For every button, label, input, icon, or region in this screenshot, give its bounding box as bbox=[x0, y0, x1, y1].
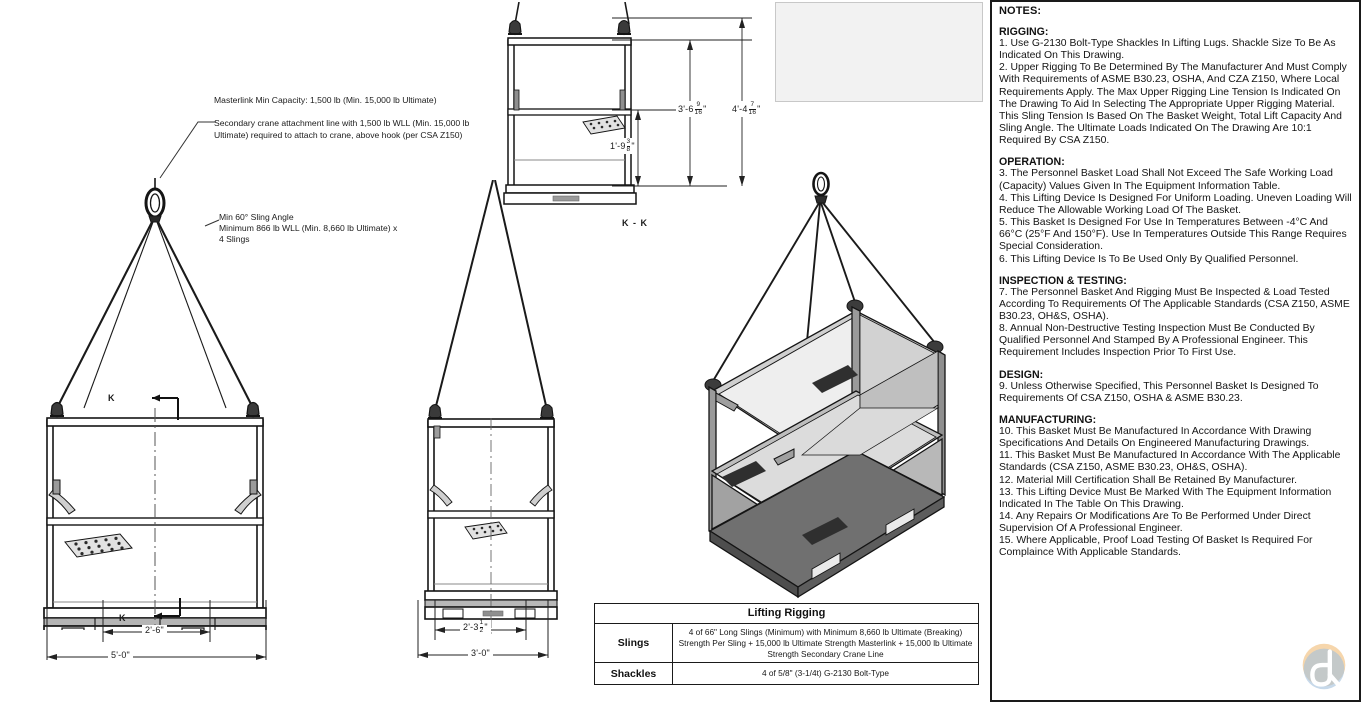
watermark-logo-icon bbox=[1302, 643, 1346, 691]
inch-mark-3: " bbox=[757, 104, 761, 114]
callout-sling-angle-3: 4 Slings bbox=[219, 234, 250, 244]
dimension-kk-rail-num: 3 bbox=[626, 138, 631, 145]
dimension-kk-rail-whole: 1'-9 bbox=[610, 141, 626, 151]
dimension-kk-height-whole: 3'-6 bbox=[678, 104, 694, 114]
rigging-row-value-shackles: 4 of 5/8" (3-1/4t) G-2130 Bolt-Type bbox=[761, 668, 889, 679]
notes-body-rigging: 1. Use G-2130 Bolt-Type Shackles In Lift… bbox=[999, 38, 1347, 147]
dimension-side-inner-num: 1 bbox=[479, 619, 484, 626]
iso-basket-frame bbox=[708, 305, 946, 599]
isometric-basket-view bbox=[704, 171, 946, 599]
sling-lines bbox=[56, 221, 254, 409]
dimension-front-inner: 2'-6" bbox=[142, 625, 167, 635]
grate-pattern-kk bbox=[582, 115, 626, 135]
masterlink-icon bbox=[144, 178, 166, 223]
dimension-kk-total-whole: 4'-4 bbox=[732, 104, 748, 114]
dimension-front-overall: 5'-0" bbox=[108, 650, 133, 660]
dimension-kk-rail-den: 8 bbox=[626, 145, 631, 153]
shackle-icon-left bbox=[50, 401, 64, 418]
section-arrow-lower bbox=[154, 598, 181, 620]
iso-masterlink-icon bbox=[812, 171, 830, 204]
rigging-table-title: Lifting Rigging bbox=[595, 604, 978, 624]
dimension-kk-height-num: 9 bbox=[696, 101, 701, 108]
rigging-row-value-slings: 4 of 66" Long Slings (Minimum) with Mini… bbox=[678, 627, 973, 659]
side-view-dimensions bbox=[417, 600, 549, 658]
dimension-side-inner-den: 2 bbox=[479, 626, 484, 634]
callout-secondary-line-2: Ultimate) required to attach to crane, a… bbox=[214, 130, 463, 140]
notes-heading-operation: OPERATION: bbox=[999, 156, 1065, 169]
iso-forklift-pockets bbox=[811, 508, 915, 580]
notes-body-operation: 3. The Personnel Basket Load Shall Not E… bbox=[999, 168, 1352, 265]
notes-heading-rigging: RIGGING: bbox=[999, 26, 1049, 38]
side-shackle-right bbox=[540, 403, 554, 420]
inch-mark-4: " bbox=[631, 141, 635, 151]
callout-sling-angle-2: Minimum 866 lb WLL (Min. 8,660 lb Ultima… bbox=[219, 223, 398, 233]
shackle-icon-right bbox=[246, 401, 260, 418]
notes-heading-design: DESIGN: bbox=[999, 368, 1044, 381]
rigging-table-row-shackles: Shackles 4 of 5/8" (3-1/4t) G-2130 Bolt-… bbox=[595, 663, 978, 685]
notes-body-manufacturing: 10. This Basket Must Be Manufactured In … bbox=[999, 425, 1341, 559]
callout-sling-angle-1: Min 60° Sling Angle bbox=[219, 212, 294, 222]
callout-secondary-line-1: Secondary crane attachment line with 1,5… bbox=[214, 118, 470, 128]
notes-heading-inspection: INSPECTION & TESTING: bbox=[999, 274, 1127, 287]
side-shackle-left bbox=[428, 403, 442, 420]
grate-pattern-side bbox=[464, 521, 508, 540]
blank-detail-box bbox=[775, 2, 983, 102]
iso-corner-braces bbox=[715, 392, 795, 466]
notes-header: NOTES: bbox=[999, 5, 1042, 17]
front-view-dimensions bbox=[46, 600, 267, 660]
rigging-row-label-shackles: Shackles bbox=[595, 663, 673, 685]
grate-pattern-front bbox=[64, 533, 133, 558]
notes-heading-manufacturing: MANUFACTURING: bbox=[999, 413, 1097, 426]
dimension-kk-rail: 1'-9 3 8 " bbox=[608, 138, 637, 154]
callout-leader-masterlink bbox=[159, 121, 216, 179]
dimension-kk-total-num: 7 bbox=[750, 101, 755, 108]
dimension-kk-total: 4'-4 7 16 " bbox=[730, 101, 763, 117]
rigging-table-row-slings: Slings 4 of 66" Long Slings (Minimum) wi… bbox=[595, 624, 978, 664]
notes-body-design: 9. Unless Otherwise Specified, This Pers… bbox=[999, 380, 1319, 404]
dimension-side-inner: 2'-3 1 2 " bbox=[460, 619, 491, 634]
dimension-kk-total-den: 16 bbox=[748, 108, 757, 116]
kk-shackle-left bbox=[508, 19, 522, 36]
lifting-rigging-table: Lifting Rigging Slings 4 of 66" Long Sli… bbox=[594, 603, 979, 686]
section-kk-title: K - K bbox=[622, 218, 648, 228]
rigging-row-label-slings: Slings bbox=[595, 624, 673, 663]
inch-mark-1: " bbox=[484, 622, 488, 632]
kk-shackle-right bbox=[617, 19, 631, 36]
section-arrow-upper bbox=[152, 394, 179, 420]
dimension-side-overall: 3'-0" bbox=[468, 648, 493, 658]
side-sling-lines bbox=[434, 180, 548, 411]
dimension-side-inner-whole: 2'-3 bbox=[463, 622, 479, 632]
kk-basket-outline bbox=[503, 37, 637, 205]
section-kk-view bbox=[503, 2, 637, 205]
callout-leader-sling-angle bbox=[204, 219, 220, 227]
notes-panel: NOTES: RIGGING: 1. Use G-2130 Bolt-Type … bbox=[990, 0, 1361, 702]
iso-grate-patches bbox=[722, 365, 858, 545]
notes-body-inspection: 7. The Personnel Basket And Rigging Must… bbox=[999, 286, 1350, 359]
callout-masterlink: Masterlink Min Capacity: 1,500 lb (Min. … bbox=[214, 95, 437, 105]
dimension-kk-height-den: 16 bbox=[694, 108, 703, 116]
section-mark-k-lower: K bbox=[119, 613, 126, 623]
section-mark-k-upper: K bbox=[108, 393, 115, 403]
side-elevation-view bbox=[424, 180, 558, 635]
inch-mark-2: " bbox=[703, 104, 707, 114]
dimension-kk-height: 3'-6 9 16 " bbox=[676, 101, 709, 117]
